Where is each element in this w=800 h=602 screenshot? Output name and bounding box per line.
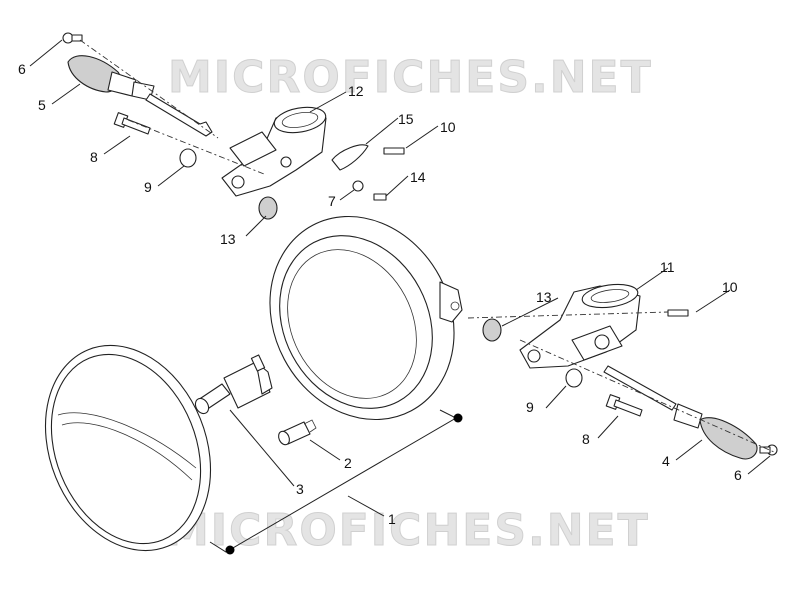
callout-15: 15 bbox=[398, 111, 414, 127]
right-small-screw bbox=[667, 309, 689, 317]
callout-3: 3 bbox=[296, 481, 304, 497]
right-bolt bbox=[605, 394, 643, 417]
left-grommet bbox=[258, 196, 278, 220]
callout-10-left: 10 bbox=[440, 119, 456, 135]
left-bolt bbox=[113, 112, 151, 135]
callout-4: 4 bbox=[662, 453, 670, 469]
callout-1: 1 bbox=[388, 511, 396, 527]
callout-7: 7 bbox=[328, 193, 336, 209]
left-indicator-cable bbox=[145, 93, 213, 137]
headlight-lens bbox=[44, 344, 212, 552]
watermark-top: MICROFICHES.NET bbox=[168, 52, 653, 103]
small-screw-14 bbox=[373, 193, 387, 201]
spring-clip bbox=[331, 144, 369, 171]
right-grommet bbox=[482, 318, 502, 342]
headlight-bulb bbox=[194, 354, 273, 415]
leader-lines bbox=[29, 39, 771, 517]
headlight-housing bbox=[269, 215, 463, 421]
callout-13-left: 13 bbox=[220, 231, 236, 247]
assembly-bracket bbox=[209, 409, 458, 553]
callout-12: 12 bbox=[348, 83, 364, 99]
assembly-dot-right bbox=[453, 413, 463, 423]
callout-6-right: 6 bbox=[734, 467, 742, 483]
watermark-bottom: MICROFICHES.NET bbox=[165, 505, 650, 556]
left-bracket bbox=[221, 106, 327, 197]
callout-8-right: 8 bbox=[582, 431, 590, 447]
right-indicator bbox=[673, 403, 758, 460]
callout-2: 2 bbox=[344, 455, 352, 471]
callout-10-right: 10 bbox=[722, 279, 738, 295]
axis-left-indicator bbox=[79, 39, 219, 139]
left-screw bbox=[62, 32, 83, 44]
callout-8-left: 8 bbox=[90, 149, 98, 165]
callout-6-left: 6 bbox=[18, 61, 26, 77]
axis-right-screw bbox=[467, 311, 669, 319]
left-washer bbox=[179, 148, 197, 168]
axis-right-indicator bbox=[519, 339, 775, 453]
right-bracket bbox=[519, 283, 641, 369]
right-washer bbox=[565, 368, 583, 388]
callout-5: 5 bbox=[38, 97, 46, 113]
axis-left-bolt bbox=[127, 119, 265, 175]
left-small-screw bbox=[383, 147, 405, 155]
right-screw bbox=[759, 444, 778, 456]
callout-9-left: 9 bbox=[144, 179, 152, 195]
callout-9-right: 9 bbox=[526, 399, 534, 415]
callout-11: 11 bbox=[660, 259, 675, 275]
callout-13-right: 13 bbox=[536, 289, 552, 305]
callout-14: 14 bbox=[410, 169, 426, 185]
right-indicator-cable bbox=[603, 365, 677, 411]
parking-bulb bbox=[278, 419, 317, 446]
nut bbox=[352, 180, 364, 192]
assembly-dot-left bbox=[225, 545, 235, 555]
